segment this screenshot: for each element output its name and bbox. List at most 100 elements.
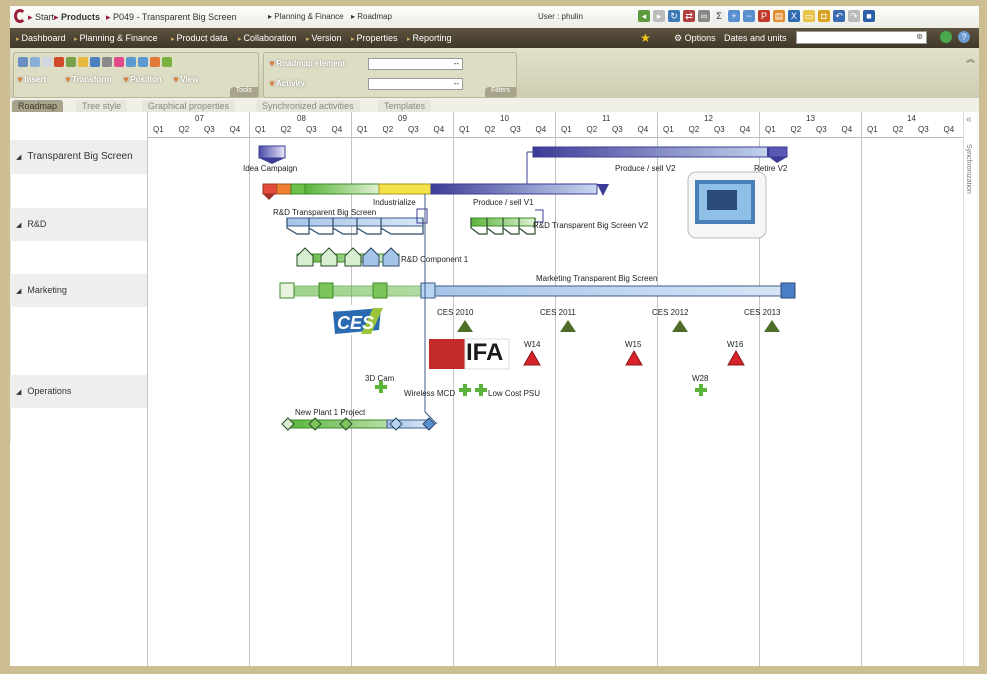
save-icon[interactable]: ■ bbox=[863, 10, 875, 22]
share-icon[interactable]: ⇄ bbox=[683, 10, 695, 22]
undo-icon[interactable]: ↶ bbox=[833, 10, 845, 22]
redo-icon[interactable]: ↷ bbox=[848, 10, 860, 22]
options-button[interactable]: ⚙ Options bbox=[674, 33, 716, 43]
menu-planning-finance[interactable]: Planning & Finance bbox=[74, 33, 157, 43]
menu-product-data[interactable]: Product data bbox=[171, 33, 227, 43]
w15-milestone[interactable] bbox=[625, 349, 643, 366]
ces2011-milestone[interactable] bbox=[560, 320, 576, 332]
breadcrumb-start[interactable]: ▸ Start bbox=[28, 12, 55, 22]
forward-icon[interactable]: ▸ bbox=[653, 10, 665, 22]
back-icon[interactable]: ◂ bbox=[638, 10, 650, 22]
view-button[interactable]: View bbox=[174, 75, 198, 84]
refresh-icon[interactable]: ↻ bbox=[668, 10, 680, 22]
breadcrumb-product[interactable]: ▸ P049 - Transparent Big Screen bbox=[106, 12, 237, 22]
sum-icon[interactable]: Σ bbox=[713, 10, 725, 22]
arrow-right-icon[interactable] bbox=[138, 57, 148, 67]
favorite-star-icon[interactable]: ★ bbox=[640, 31, 651, 45]
wireless-mcd-marker[interactable] bbox=[459, 384, 471, 396]
row-head-tbs[interactable]: ◢Transparent Big Screen bbox=[10, 140, 147, 174]
collapse-ribbon-icon[interactable]: ︽ bbox=[965, 54, 975, 64]
expand-panel-icon[interactable]: « bbox=[966, 114, 972, 125]
row-head-rd[interactable]: ◢R&D bbox=[10, 208, 147, 241]
ces2010-milestone[interactable] bbox=[457, 320, 473, 332]
row-body-tbs bbox=[10, 174, 147, 208]
filters-group: Roadmap element -- Activity -- Filters bbox=[263, 52, 517, 98]
paste-icon[interactable] bbox=[42, 57, 52, 67]
insert-button[interactable]: Insert bbox=[18, 75, 46, 84]
position-button[interactable]: Position bbox=[124, 75, 162, 84]
quarter-label: Q3 bbox=[408, 125, 419, 134]
quarter-label: Q1 bbox=[867, 125, 878, 134]
marketing-tbs-bar[interactable] bbox=[279, 282, 796, 299]
link-icon[interactable]: ∞ bbox=[698, 10, 710, 22]
menu-reporting[interactable]: Reporting bbox=[407, 33, 451, 43]
help-icon[interactable]: ? bbox=[958, 31, 970, 43]
grid-icon[interactable] bbox=[66, 57, 76, 67]
ces2012-milestone[interactable] bbox=[672, 320, 688, 332]
idea-campaign-milestone[interactable] bbox=[258, 145, 286, 164]
breadcrumb-section[interactable]: ▸ Planning & Finance bbox=[268, 12, 344, 21]
collapse-triangle-icon[interactable]: ◢ bbox=[16, 288, 22, 295]
row-head-marketing[interactable]: ◢Marketing bbox=[10, 274, 147, 307]
zoom-in-icon[interactable]: + bbox=[728, 10, 740, 22]
leaf-icon[interactable] bbox=[162, 57, 172, 67]
ruler-icon[interactable] bbox=[102, 57, 112, 67]
copy-icon[interactable] bbox=[30, 57, 40, 67]
w28-marker[interactable] bbox=[695, 384, 707, 396]
collapse-triangle-icon[interactable]: ◢ bbox=[16, 222, 22, 229]
rd-component-bar[interactable] bbox=[296, 247, 400, 267]
pdf-icon[interactable]: P bbox=[758, 10, 770, 22]
activity-select[interactable]: -- bbox=[368, 78, 463, 90]
menu-version[interactable]: Version bbox=[306, 33, 341, 43]
industrialize-bar[interactable] bbox=[262, 183, 609, 200]
w14-milestone[interactable] bbox=[523, 349, 541, 366]
breadcrumb-page[interactable]: ▸ Roadmap bbox=[351, 12, 392, 21]
quarter-label: Q1 bbox=[663, 125, 674, 134]
collapse-triangle-icon[interactable]: ◢ bbox=[16, 154, 22, 161]
synchronization-panel: « bbox=[963, 112, 979, 666]
table-icon[interactable] bbox=[90, 57, 100, 67]
arrow-left-icon[interactable] bbox=[126, 57, 136, 67]
3d-cam-marker[interactable] bbox=[375, 381, 387, 393]
menu-properties[interactable]: Properties bbox=[351, 33, 397, 43]
pin-icon[interactable] bbox=[114, 57, 124, 67]
new-icon[interactable] bbox=[18, 57, 28, 67]
lock-icon[interactable]: ◘ bbox=[818, 10, 830, 22]
menu-collaboration[interactable]: Collaboration bbox=[238, 33, 296, 43]
new-plant-label: New Plant 1 Project bbox=[295, 408, 366, 417]
new-plant-bar[interactable] bbox=[281, 417, 436, 431]
search-input[interactable]: ⊛ bbox=[796, 31, 927, 44]
tab-roadmap[interactable]: Roadmap bbox=[12, 100, 64, 112]
tag-icon[interactable] bbox=[150, 57, 160, 67]
go-icon[interactable] bbox=[940, 31, 952, 43]
roadmap-element-select[interactable]: -- bbox=[368, 58, 463, 70]
collapse-triangle-icon[interactable]: ◢ bbox=[16, 389, 22, 396]
rd-tbs-bar[interactable] bbox=[286, 208, 428, 235]
filters-group-title: Filters bbox=[484, 87, 516, 97]
tab-synchronized-activities[interactable]: Synchronized activities bbox=[256, 100, 360, 112]
year-gridline bbox=[453, 112, 454, 666]
folder-open-icon[interactable] bbox=[78, 57, 88, 67]
low-cost-psu-marker[interactable] bbox=[475, 384, 487, 396]
ces2013-milestone[interactable] bbox=[764, 320, 780, 332]
year-gridline bbox=[147, 112, 148, 666]
zoom-out-icon[interactable]: − bbox=[743, 10, 755, 22]
w16-milestone[interactable] bbox=[727, 349, 745, 366]
folder-icon[interactable]: ▭ bbox=[803, 10, 815, 22]
quarter-label: Q3 bbox=[612, 125, 623, 134]
retire-v2-milestone[interactable] bbox=[768, 146, 788, 163]
tab-graphical-properties[interactable]: Graphical properties bbox=[142, 100, 236, 112]
dates-units-button[interactable]: Dates and units bbox=[724, 33, 787, 43]
delete-icon[interactable] bbox=[54, 57, 64, 67]
excel-icon[interactable]: X bbox=[788, 10, 800, 22]
product-image-thumbnail[interactable] bbox=[687, 171, 767, 239]
year-label: 09 bbox=[398, 114, 407, 123]
tab-templates[interactable]: Templates bbox=[378, 100, 432, 112]
breadcrumb-products[interactable]: ▸ Products bbox=[54, 12, 101, 22]
menu-dashboard[interactable]: Dashboard bbox=[16, 33, 65, 43]
tab-tree-style[interactable]: Tree style bbox=[76, 100, 128, 112]
transform-button[interactable]: Transform bbox=[66, 75, 111, 84]
chart-icon[interactable]: ▤ bbox=[773, 10, 785, 22]
rd-tbs-v2-bar[interactable] bbox=[470, 209, 544, 235]
row-head-operations[interactable]: ◢Operations bbox=[10, 375, 147, 408]
